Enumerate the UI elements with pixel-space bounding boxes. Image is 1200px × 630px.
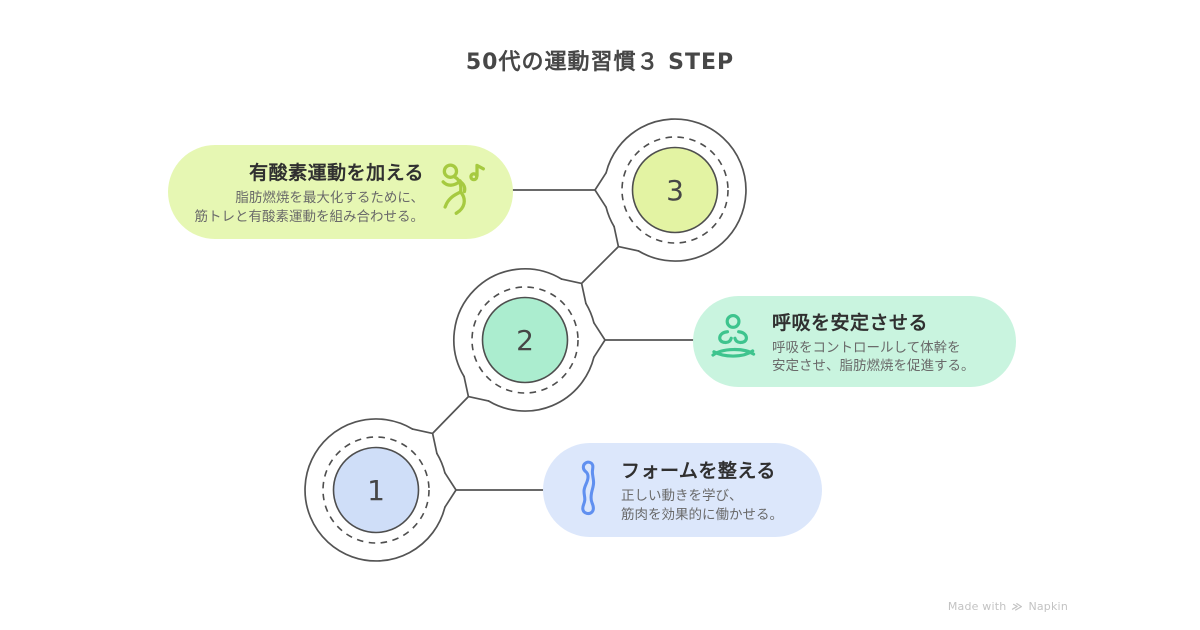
step-node-2: 2 bbox=[471, 286, 579, 394]
step2-pill-funnel bbox=[593, 321, 606, 359]
step1-pill-funnel bbox=[444, 471, 457, 509]
step-2-card: 呼吸を安定させる 呼吸をコントロールして体幹を 安定させ、脂肪燃焼を促進する。 bbox=[693, 296, 1016, 387]
step3-number: 3 bbox=[666, 174, 684, 207]
step1-outer-ring bbox=[304, 418, 446, 562]
step1-dashed-ring bbox=[322, 436, 430, 544]
brand-label: Napkin bbox=[1028, 600, 1068, 613]
step3-dashed-ring bbox=[621, 136, 729, 244]
step-1-desc-line1: 正しい動きを学び、 bbox=[621, 488, 743, 504]
step2-number: 2 bbox=[516, 324, 534, 357]
step3-pill-funnel bbox=[594, 171, 607, 209]
posture-icon bbox=[581, 460, 596, 516]
runner-music-icon bbox=[441, 163, 485, 215]
step-3-desc-line2: 筋トレと有酸素運動を組み合わせる。 bbox=[194, 208, 425, 225]
step-node-3: 3 bbox=[621, 136, 729, 244]
step-2-desc-line1: 呼吸をコントロールして体幹を bbox=[772, 339, 961, 356]
step3-number-circle bbox=[631, 146, 719, 234]
step-2-description: 呼吸をコントロールして体幹を 安定させ、脂肪燃焼を促進する。 bbox=[772, 339, 975, 376]
step-1-title: フォームを整える bbox=[621, 460, 776, 482]
step3-outer-ring-sliver bbox=[605, 206, 615, 228]
step1-outer-ring-sliver bbox=[436, 452, 446, 474]
made-with-napkin: Made with Napkin bbox=[948, 600, 1068, 613]
step-node-1: 1 bbox=[322, 436, 430, 544]
step-2-desc-line2: 安定させ、脂肪燃焼を促進する。 bbox=[772, 358, 975, 374]
connector-lines bbox=[304, 118, 747, 562]
step2-step1-line bbox=[431, 395, 470, 435]
step2-outer-ring-sliver bbox=[585, 302, 595, 324]
step2-number-circle bbox=[481, 296, 569, 384]
step-3-card: 有酸素運動を加える 脂肪燃焼を最大化するために、 筋トレと有酸素運動を組み合わせ… bbox=[168, 145, 513, 239]
step-3-desc-line1: 脂肪燃焼を最大化するために、 bbox=[235, 190, 424, 206]
step-1-card: フォームを整える 正しい動きを学び、 筋肉を効果的に働かせる。 bbox=[543, 443, 822, 537]
step2-dashed-ring bbox=[471, 286, 579, 394]
step1-number: 1 bbox=[367, 474, 385, 507]
meditation-icon bbox=[711, 313, 756, 358]
step3-outer-ring bbox=[605, 118, 747, 262]
napkin-logo-icon bbox=[1012, 603, 1023, 611]
step-1-description: 正しい動きを学び、 筋肉を効果的に働かせる。 bbox=[621, 487, 783, 524]
step2-outer-ring-a bbox=[487, 356, 595, 412]
step3-step2-line bbox=[580, 245, 620, 285]
step-3-title: 有酸素運動を加える bbox=[249, 162, 424, 184]
step1-up-funnel bbox=[411, 428, 438, 455]
step2-outer-ring-b bbox=[453, 268, 563, 378]
step2-up-funnel bbox=[560, 278, 587, 305]
step-1-desc-line2: 筋肉を効果的に働かせる。 bbox=[621, 506, 783, 523]
made-with-label: Made with bbox=[947, 600, 1007, 613]
step-3-description: 脂肪燃焼を最大化するために、 筋トレと有酸素運動を組み合わせる。 bbox=[195, 189, 425, 226]
page-title: 50代の運動習慣３ STEP bbox=[465, 50, 735, 75]
step-2-title: 呼吸を安定させる bbox=[772, 311, 929, 334]
step1-number-circle bbox=[332, 446, 420, 534]
